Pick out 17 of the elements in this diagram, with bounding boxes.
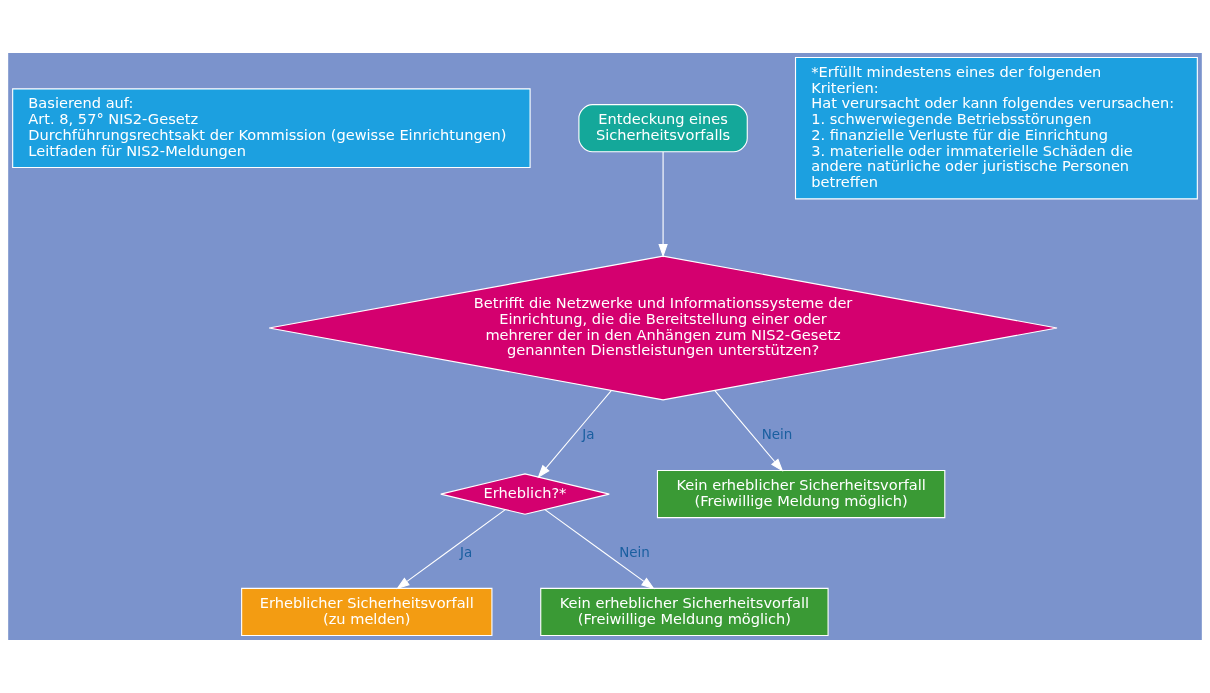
node-box: Erheblicher Sicherheitsvorfall (zu melden) — [241, 587, 493, 637]
node-box: *Erfüllt mindestens eines der folgenden Kriterien: Hat verursacht oder kann folgendes verursachen: 1. schwerwiegende Betriebsstörungen 2. finanzielle Verluste für die Einrichtung 3. materielle oder immaterielle Schäden die andere natürliche oder juristische Personen betreffen — [794, 56, 1198, 200]
arrow — [544, 509, 655, 590]
arrow — [658, 151, 668, 258]
node-box: Basierend auf: Art. 8, 57° NIS2-Gesetz Durchführungsrechtsakt der Kommission (gewisse Einrichtungen) Leitfaden für NIS2-Meldungen — [12, 88, 531, 169]
edge-label: Nein — [761, 426, 793, 442]
node-box: Entdeckung eines Sicherheitsvorfalls — [578, 104, 748, 153]
node-diamond: Betrifft die Netzwerke und Informationssysteme der Einrichtung, die die Bereitstellung einer oder mehrerer der in den Anhängen zum NIS2-Gesetz genannten Dienstleistungen unterstützen? — [268, 255, 1058, 401]
arrow — [537, 390, 612, 479]
node-diamond: Erheblich?* — [440, 473, 610, 515]
edge-label: Nein — [619, 544, 650, 560]
edge-label: Ja — [460, 544, 473, 560]
edge-label: Ja — [582, 426, 595, 442]
arrow — [714, 390, 784, 472]
node-box: Kein erheblicher Sicherheitsvorfall (Freiwillige Meldung möglich) — [540, 587, 829, 637]
node-box: Kein erheblicher Sicherheitsvorfall (Freiwillige Meldung möglich) — [656, 469, 946, 519]
arrow — [396, 509, 506, 590]
